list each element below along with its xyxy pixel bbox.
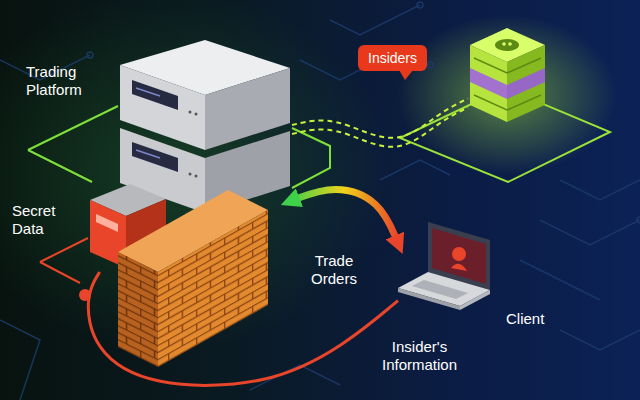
secret-data-box-part [96, 214, 118, 232]
laptop-part [412, 280, 468, 299]
server-upper-part [132, 80, 178, 110]
ground-outline-red-part [40, 238, 88, 283]
server-upper-part [136, 88, 160, 96]
connector-path [292, 108, 468, 147]
node-label: Insiders [358, 45, 427, 71]
server-upper-part [189, 111, 192, 114]
connector-path [88, 272, 398, 385]
server-upper-part [195, 113, 198, 116]
circuit-traces-part [0, 55, 340, 400]
server-upper [120, 40, 290, 150]
leak-line [79, 272, 398, 385]
ground-outline-part [28, 106, 118, 182]
circuit-traces-part [637, 217, 640, 223]
edge-label: Insider's Information [372, 338, 467, 374]
circuit-traces-part [417, 2, 423, 8]
brick-wall-part [158, 210, 268, 367]
ground-outline-part [292, 128, 330, 188]
server-upper-part [205, 68, 290, 150]
server-upper-part [120, 65, 205, 150]
brick-wall [118, 190, 268, 367]
trade-order-arrow [292, 189, 398, 242]
ground-outline-red [40, 238, 88, 283]
background-glow [0, 0, 617, 350]
source-dot [79, 289, 91, 301]
server-node: Trading Platform [118, 35, 292, 215]
insider-server-part [508, 42, 512, 46]
node-label: Client [506, 310, 566, 328]
laptop [398, 222, 490, 310]
connector-path [292, 99, 468, 138]
edge-label: Trade Orders [298, 252, 370, 288]
node-label: Trading Platform [26, 63, 106, 99]
circuit-traces-part [520, 180, 640, 300]
insider-server-part [502, 42, 506, 46]
circuit-traces-part [300, 5, 430, 80]
laptop-part [451, 264, 467, 271]
client-laptop-node: Client [398, 215, 495, 308]
insider-server-part [495, 39, 519, 51]
server-lower-part [189, 173, 192, 176]
node-label: Secret Data [12, 202, 82, 238]
circuit-traces-part [427, 62, 433, 68]
circuit-traces-part [380, 160, 640, 350]
connector-path [292, 189, 398, 242]
insider-server-node: Insiders [468, 25, 548, 130]
brick-wall-part [118, 252, 158, 367]
server-lower-part [136, 150, 160, 158]
circuit-traces-part [87, 52, 93, 58]
laptop-part [452, 247, 466, 261]
server-lower-part [132, 142, 178, 172]
insider-server-part [474, 58, 541, 110]
data-store-node: Secret Data [88, 184, 166, 272]
insider-server [470, 28, 545, 122]
insider-link [292, 99, 468, 147]
server-lower-part [195, 175, 198, 178]
